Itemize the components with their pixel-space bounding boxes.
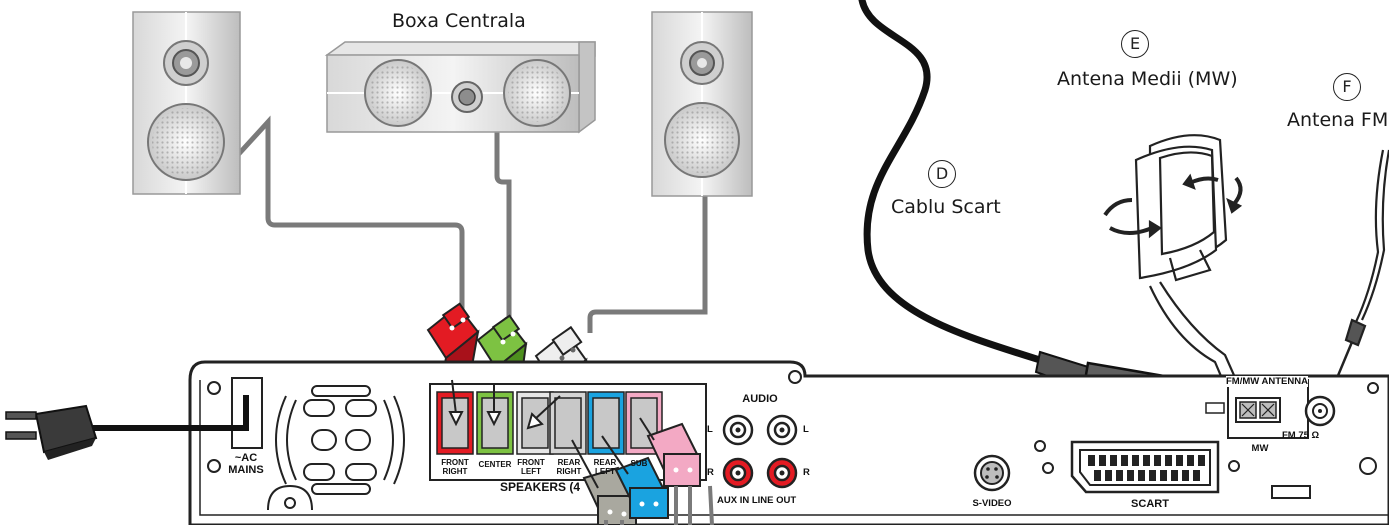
s-video-label: S-VIDEO — [972, 498, 1012, 509]
front-left-label-2: LEFT — [521, 467, 541, 476]
marker-d: D — [928, 160, 956, 188]
center-label: CENTER — [478, 460, 512, 469]
front-right-label-1: FRONT — [441, 458, 469, 467]
fan-grille — [275, 385, 405, 495]
sub-label: SUB — [630, 459, 648, 468]
left-speaker — [132, 11, 241, 195]
audio-r-right: R — [803, 467, 810, 478]
ac-mains-label-1: ~AC — [234, 452, 258, 464]
fm-mw-antenna-label: FM/MW ANTENNA — [1226, 376, 1308, 387]
fm-75-label: FM 75 Ω — [1282, 430, 1320, 441]
center-speaker-label: Boxa Centrala — [392, 10, 526, 32]
insert-arrows — [448, 379, 561, 430]
audio-r-left: R — [707, 467, 714, 478]
scart-label: SCART — [1131, 498, 1169, 510]
audio-label: AUDIO — [742, 393, 778, 405]
mw-label: MW — [1251, 443, 1269, 454]
scart-connector — [1070, 440, 1220, 494]
fm-antenna-label: Antena FM — [1287, 109, 1389, 131]
plug-subwoofer — [604, 417, 714, 525]
antenna-terminal — [1227, 379, 1336, 439]
aux-line-label: AUX IN LINE OUT — [717, 495, 797, 506]
plug-rear-left — [601, 435, 669, 519]
marker-f: F — [1333, 73, 1361, 101]
center-speaker — [324, 41, 596, 134]
marker-e: E — [1121, 30, 1149, 58]
mw-antenna-label: Antena Medii (MW) — [1057, 68, 1238, 90]
right-speaker — [651, 11, 753, 197]
audio-l-left: L — [707, 424, 713, 435]
mw-loop-antenna — [1103, 134, 1247, 403]
rear-left-label-1: REAR — [593, 458, 617, 467]
audio-l-right: L — [803, 424, 809, 435]
speaker-wires — [213, 110, 708, 333]
front-right-label-2: RIGHT — [442, 467, 468, 476]
audio-rca-jacks — [722, 414, 798, 489]
fm-wire-antenna — [1324, 149, 1389, 406]
rear-right-label-1: REAR — [557, 458, 581, 467]
ac-mains-label-2: MAINS — [228, 464, 264, 476]
speakers-label: SPEAKERS (4 — [500, 480, 581, 494]
rear-left-label-2: LEFT — [595, 467, 615, 476]
s-video-jack — [973, 454, 1011, 492]
scart-cable — [858, 0, 1099, 382]
front-left-label-1: FRONT — [517, 458, 545, 467]
mains-plug — [5, 395, 249, 460]
rear-right-label-2: RIGHT — [556, 467, 582, 476]
scart-cable-label: Cablu Scart — [891, 196, 1001, 218]
